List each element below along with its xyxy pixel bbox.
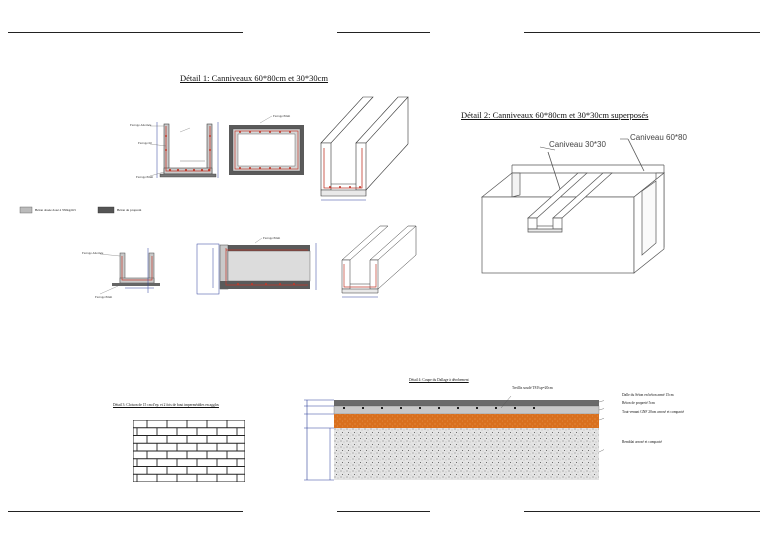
svg-text:Ferrage 8mm: Ferrage 8mm	[273, 114, 291, 118]
detail3-title: Détail 3: Cloison de 15 cm d'ep. et 2 fo…	[113, 403, 219, 407]
section-channel-c: Ferrage Alternée Ferrage 8mm	[82, 248, 160, 299]
svg-text:Ferrage Alternée: Ferrage Alternée	[82, 251, 104, 255]
svg-text:Ferrage 8mm: Ferrage 8mm	[263, 236, 281, 240]
detail3-brick-wall	[133, 420, 245, 482]
detail1-drawings: Ferrage Alternée Ferrage 60 Ferrage 8mm …	[19, 96, 417, 299]
section-channel-d: Ferrage 8mm	[196, 236, 317, 295]
section-channel-a: Ferrage Alternée Ferrage 60 Ferrage 8mm	[130, 122, 219, 179]
caniveau-60-label: Caniveau 60*80	[630, 133, 687, 142]
detail4-layer-slab: Dalle du Séton en béton armé 15cm	[622, 393, 674, 397]
header-rule-left	[8, 32, 243, 33]
svg-text:Ferrage Alternée: Ferrage Alternée	[130, 123, 152, 127]
caniveau-30-label: Caniveau 30*30	[549, 140, 606, 149]
svg-text:Ferrage 8mm: Ferrage 8mm	[136, 175, 154, 179]
detail4-title: Détail 4: Coupe du Dallage à dérobement	[409, 378, 469, 382]
header-rule-center	[337, 32, 430, 33]
legend-cleanliness-label: Béton de propreté	[117, 208, 142, 212]
detail4-layer-gnf: Tout-venant GNF 20cm arrosé et compacté	[622, 410, 685, 414]
header-rule-right	[524, 32, 760, 33]
detail4-top-note: Treillis soudé T8 Esp=20cm	[512, 386, 553, 390]
footer-rule-right	[524, 511, 760, 512]
legend	[19, 206, 115, 214]
svg-text:Ferrage 8mm: Ferrage 8mm	[95, 295, 113, 299]
legend-concrete-label: Béton dosée dosé à 350kg/m3	[35, 208, 76, 212]
svg-text:Ferrage 60: Ferrage 60	[138, 141, 152, 145]
detail1-title: Détail 1: Canniveaux 60*80cm et 30*30cm	[180, 73, 329, 83]
footer-rule-center	[337, 511, 430, 512]
section-channel-b: Ferrage 8mm	[229, 114, 304, 175]
detail2-title: Détail 2: Canniveaux 60*80cm et 30*30cm …	[461, 110, 649, 120]
iso-channel-a	[320, 96, 409, 201]
detail4-layer-lean: Béton de propreté 5cm	[622, 401, 655, 405]
iso-channel-b	[341, 225, 417, 298]
detail4-layer-fill: Remblai arrosé et compacté	[622, 440, 663, 444]
detail2-drawing	[481, 138, 665, 274]
detail4-slab-section	[304, 395, 604, 481]
footer-rule-left	[8, 511, 243, 512]
